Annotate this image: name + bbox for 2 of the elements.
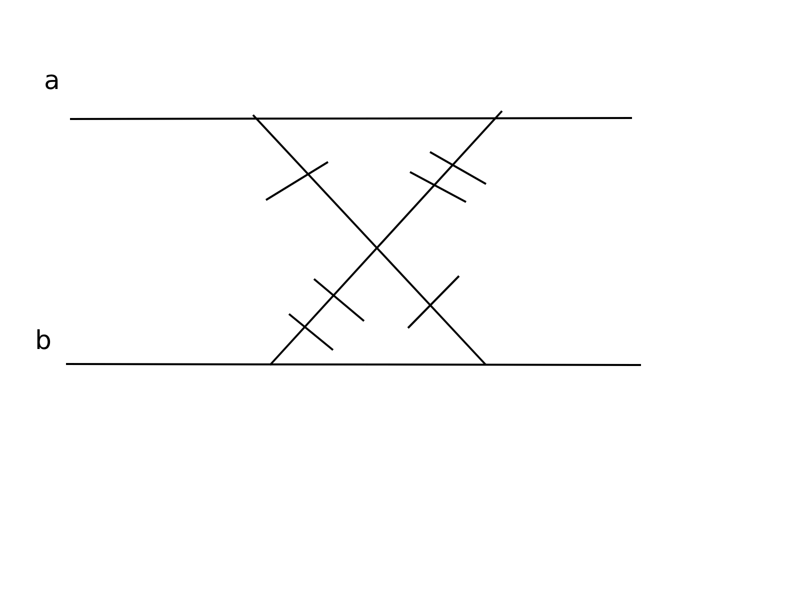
- line-label: b: [35, 328, 52, 354]
- line-label: a: [44, 68, 60, 94]
